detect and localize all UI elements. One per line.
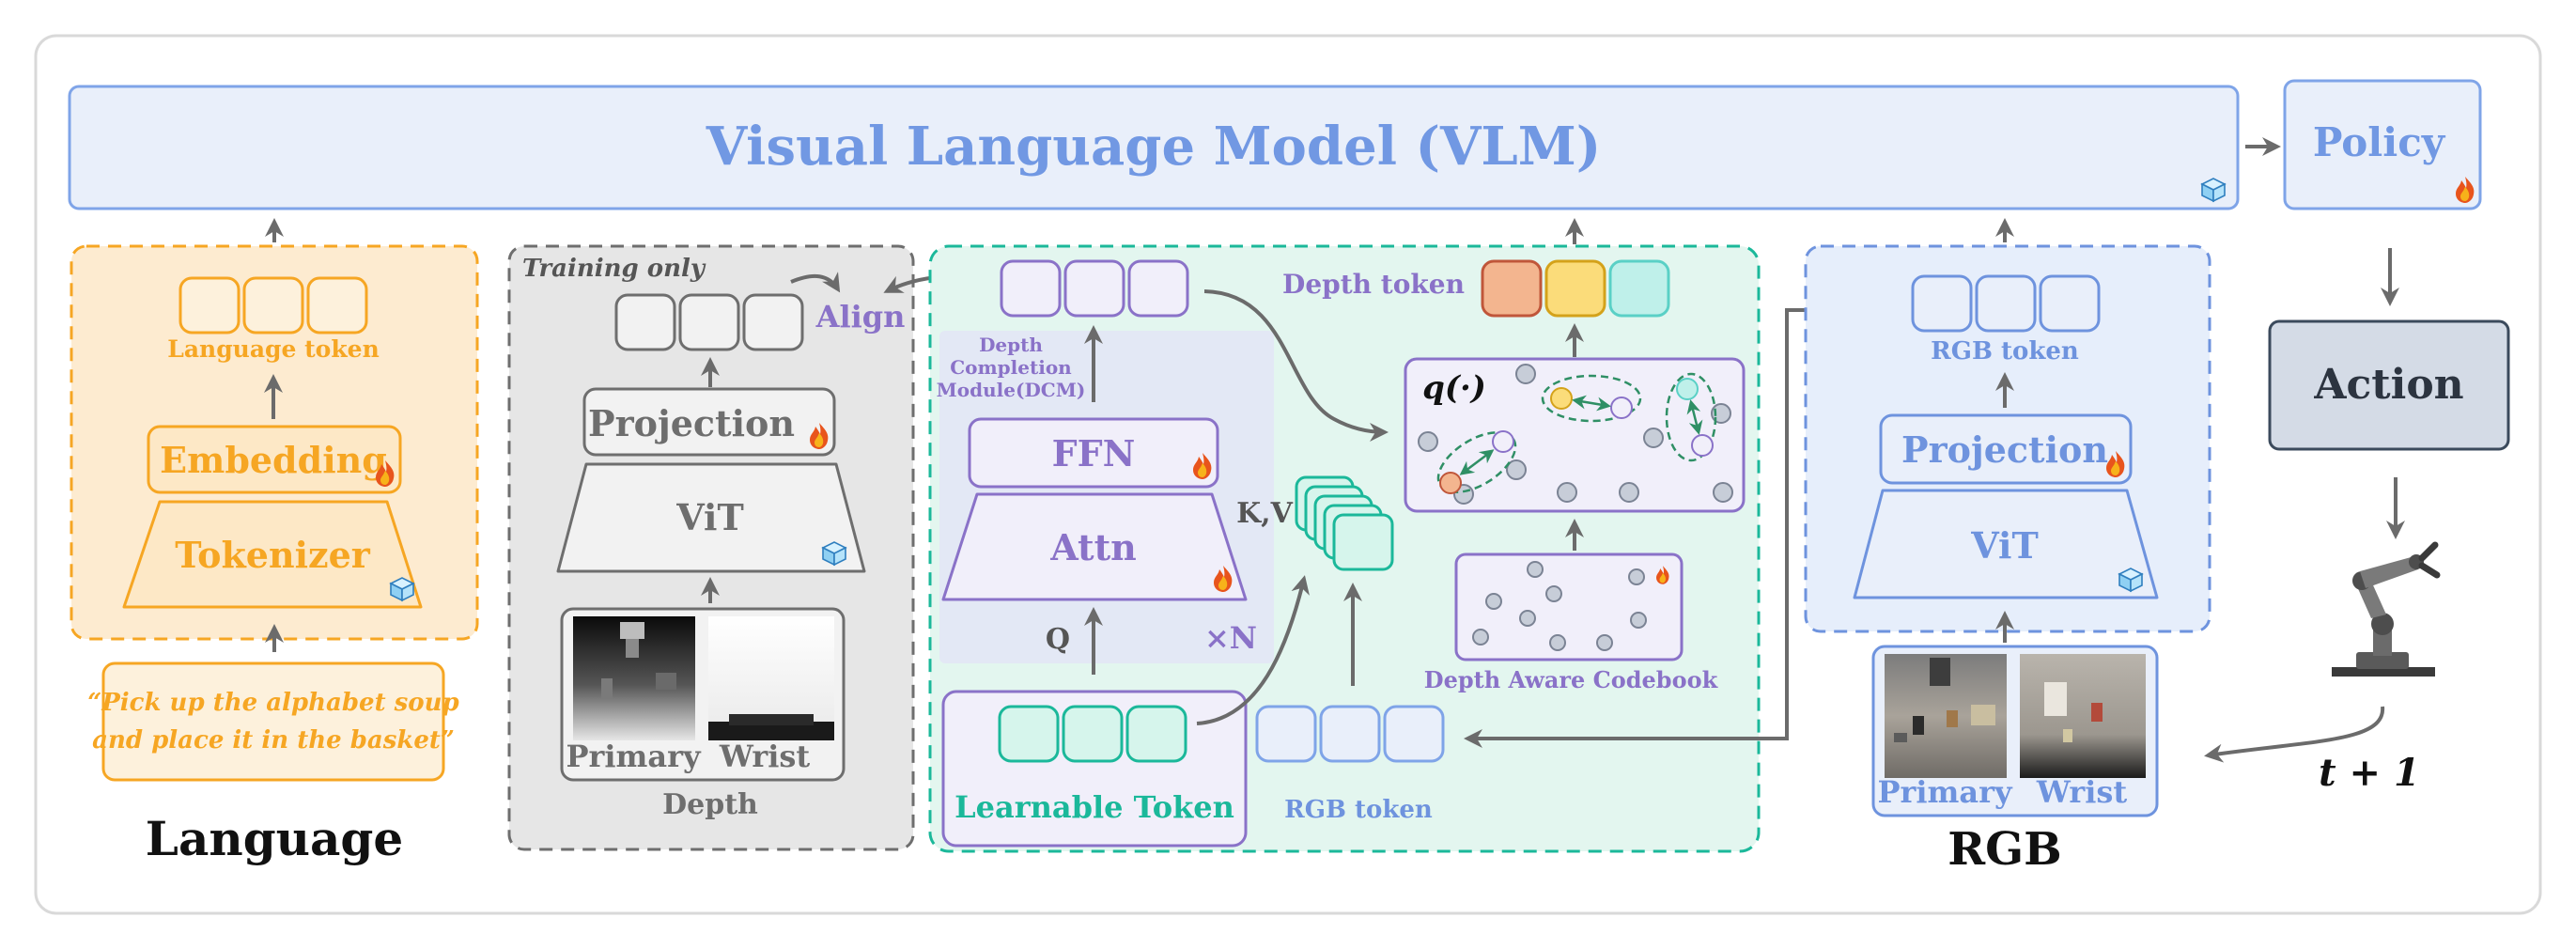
depth-token-label: Depth token <box>1282 269 1465 300</box>
language-token-row <box>178 276 368 334</box>
language-token-label: Language token <box>167 335 380 363</box>
vlm-title: Visual Language Model (VLM) <box>706 116 1602 178</box>
depth-token <box>1608 259 1670 318</box>
depth-output-token <box>614 293 676 351</box>
rgb-wrist-image <box>2020 654 2146 778</box>
repeat-label: ×N <box>1204 620 1257 656</box>
align-label: Align <box>815 299 906 334</box>
dcm-output-token <box>1127 259 1189 318</box>
embedding-label: Embedding <box>160 439 387 481</box>
depth-output-token <box>678 293 740 351</box>
rgb-token <box>1911 274 1973 333</box>
align-loop-arrow <box>790 272 841 293</box>
rgb-section-label: RGB <box>1948 823 2061 876</box>
dcm-name-line-3: Module(DCM) <box>937 379 1086 401</box>
policy-block: Policy <box>2283 79 2482 210</box>
rgb-vit-label: ViT <box>1970 524 2039 567</box>
depth-vit-block <box>556 462 866 573</box>
depth-primary-label: Primary <box>566 739 702 774</box>
depth-output-token-row <box>614 293 804 351</box>
training-only-label: Training only <box>522 255 706 283</box>
rgb-token-label: RGB token <box>1931 337 2079 366</box>
rgb-token <box>2039 274 2101 333</box>
rgb-token <box>1975 274 2037 333</box>
ice-cube-icon <box>390 577 414 601</box>
dcm-name-line-2: Completion <box>950 356 1072 379</box>
quantizer-cluster-orange <box>1436 430 1517 494</box>
action-label: Action <box>2313 361 2463 409</box>
attn-label: Attn <box>1049 526 1137 568</box>
rgb-token-row <box>1911 274 2101 333</box>
rgb-vit-block <box>1853 489 2159 599</box>
learnable-token-row <box>998 705 1187 763</box>
ice-cube-icon <box>822 541 846 566</box>
dcm-output-token <box>1000 259 1062 318</box>
codebook-label: Depth Aware Codebook <box>1424 666 1719 693</box>
embedding-block <box>147 425 402 494</box>
learnable-token <box>998 705 1060 763</box>
robot-arm-icon <box>2332 541 2441 677</box>
tokenizer-block <box>122 500 423 609</box>
rgb-image-frame: Primary Wrist <box>1871 645 2159 817</box>
depth-section-label: Depth <box>662 788 758 821</box>
depth-vit-label: ViT <box>675 496 744 538</box>
tokenizer-label: Tokenizer <box>175 534 371 576</box>
depth-panel: Training only Align Projection ViT Prima… <box>507 244 915 851</box>
ffn-label: FFN <box>1052 432 1136 474</box>
dcm-rgb-token-label: RGB token <box>1284 796 1433 824</box>
learnable-token-label: Learnable Token <box>954 789 1234 825</box>
dcm-output-to-quantizer-arrow <box>1203 289 1389 442</box>
instruction-line-2: and place it in the basket” <box>92 726 455 755</box>
depth-token <box>1481 259 1543 318</box>
dcm-output-token-row <box>1000 259 1189 318</box>
rgb-primary-label: Primary <box>1877 774 2013 810</box>
ice-cube-icon <box>2118 568 2143 592</box>
learnable-to-kv-arrow <box>1196 575 1310 725</box>
depth-token-row <box>1481 259 1670 318</box>
rgb-panel: RGB token Projection ViT <box>1804 244 2211 633</box>
dcm-rgb-token <box>1319 705 1381 763</box>
quantizer-cluster-yellow <box>1541 374 1642 423</box>
ice-cube-icon <box>2201 178 2226 202</box>
rgb-projection-block <box>1879 413 2133 485</box>
loop-arrow <box>2204 706 2385 763</box>
rgb-projection-label: Projection <box>1901 428 2108 471</box>
depth-projection-label: Projection <box>588 402 795 444</box>
language-section-label: Language <box>146 811 403 866</box>
depth-token <box>1544 259 1606 318</box>
depth-projection-block <box>582 387 836 457</box>
dcm-rgb-token <box>1255 705 1317 763</box>
quantizer-codes <box>1418 364 1733 505</box>
instruction-box: “Pick up the alphabet soup and place it … <box>87 661 459 782</box>
learnable-token <box>1125 705 1187 763</box>
dcm-panel: Depth Completion Module(DCM) FFN Attn K,… <box>928 244 1761 853</box>
time-step-label: t + 1 <box>2319 751 2420 795</box>
dcm-output-token <box>1063 259 1125 318</box>
policy-label: Policy <box>2313 119 2446 165</box>
dcm-rgb-token-row <box>1255 705 1445 763</box>
quantizer-cluster-teal <box>1665 372 1717 462</box>
dcm-name-line-1: Depth <box>979 334 1043 356</box>
learnable-token <box>1062 705 1124 763</box>
ffn-block <box>968 417 1219 489</box>
vlm-block: Visual Language Model (VLM) <box>68 85 2240 210</box>
language-token <box>242 276 304 334</box>
attn-block <box>941 492 1248 601</box>
codebook-codes <box>1472 561 1647 651</box>
dcm-rgb-token <box>1383 705 1445 763</box>
q-label: Q <box>1046 623 1070 656</box>
instruction-line-1: “Pick up the alphabet soup <box>87 689 458 717</box>
language-token <box>178 276 241 334</box>
action-block: Action <box>2268 319 2510 451</box>
rgb-wrist-label: Wrist <box>2036 774 2128 810</box>
depth-output-token <box>742 293 804 351</box>
kv-token-stack <box>1295 475 1394 571</box>
language-token <box>306 276 368 334</box>
depth-wrist-label: Wrist <box>719 739 811 774</box>
codebook-block <box>1454 552 1684 661</box>
kv-label: K,V <box>1236 497 1294 530</box>
quantizer-label: q(·) <box>1422 369 1486 407</box>
language-panel: Language token Embedding Tokenizer <box>70 244 479 641</box>
